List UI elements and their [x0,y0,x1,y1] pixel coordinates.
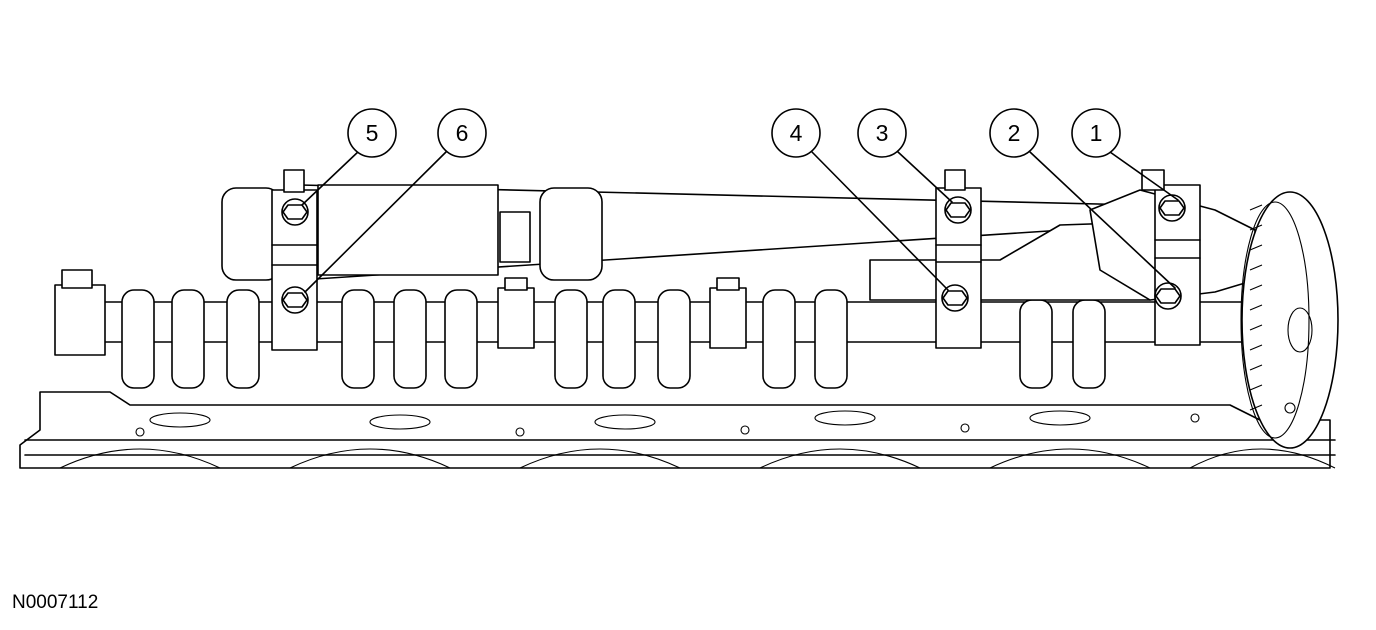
rear-bearing-caps [497,277,747,349]
callout-1-label: 1 [1090,120,1103,146]
callout-3-label: 3 [876,120,889,146]
bolt-6-icon [281,286,309,314]
bearing-cap-left [271,169,318,351]
leader-lines [301,149,1179,293]
cylinder-head-outline [19,391,1336,469]
callout-6-label: 6 [456,120,469,146]
bolt-3-icon [944,196,972,224]
figure-id: N0007112 [12,592,99,613]
callout-4-label: 4 [790,120,803,146]
bolt-1-icon [1158,194,1186,222]
camshaft-sprocket [1240,191,1339,449]
callout-1: 1 [1071,108,1121,158]
rear-camshaft [54,269,1261,389]
bolt-2-icon [1154,282,1182,310]
callout-2: 2 [989,108,1039,158]
bolt-4-icon [941,284,969,312]
rear-cam-lobes [121,289,1106,389]
callout-5-label: 5 [366,120,379,146]
callout-3: 3 [857,108,907,158]
callout-4: 4 [771,108,821,158]
callout-6: 6 [437,108,487,158]
callout-2-label: 2 [1008,120,1021,146]
callout-5: 5 [347,108,397,158]
valve-seats [135,410,1200,437]
bearing-cap-middle [935,169,982,349]
